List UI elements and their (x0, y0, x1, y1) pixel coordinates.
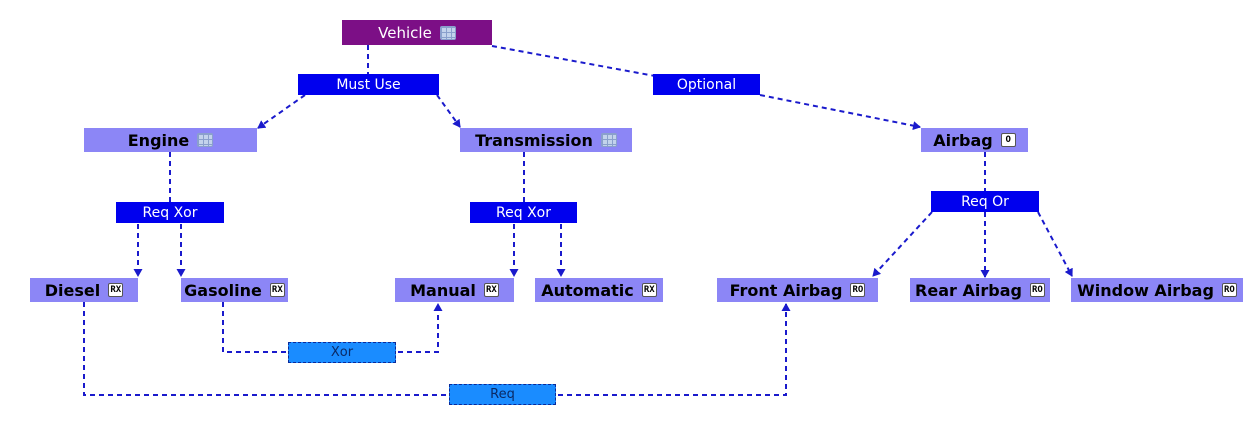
rx-badge-icon: RX (641, 283, 657, 297)
node-front-airbag-label: Front Airbag (729, 280, 843, 300)
edge-reqor-window (1037, 211, 1073, 277)
edge-mustuse-transmission (436, 94, 461, 128)
node-gasoline[interactable]: Gasoline RX (181, 278, 288, 302)
node-engine[interactable]: Engine (84, 128, 257, 152)
connector-optional[interactable]: Optional (653, 74, 760, 95)
node-gasoline-label: Gasoline (184, 280, 262, 300)
grid-icon (197, 133, 214, 147)
edge-req-diesel-frontairbag (83, 302, 791, 396)
node-diesel-label: Diesel (44, 280, 101, 300)
node-airbag-label: Airbag (933, 130, 993, 150)
edge-optional-airbag (759, 94, 921, 131)
connector-engine-req-xor[interactable]: Req Xor (116, 202, 224, 223)
ro-badge-icon: RO (1221, 283, 1237, 297)
constraint-req[interactable]: Req (449, 384, 556, 405)
node-vehicle[interactable]: Vehicle (342, 20, 492, 45)
connector-must-use[interactable]: Must Use (298, 74, 439, 95)
node-rear-airbag-label: Rear Airbag (915, 280, 1022, 300)
ro-badge-icon: RO (850, 283, 866, 297)
node-automatic[interactable]: Automatic RX (535, 278, 663, 302)
rx-badge-icon: RX (269, 283, 285, 297)
node-rear-airbag[interactable]: Rear Airbag RO (910, 278, 1050, 302)
node-front-airbag[interactable]: Front Airbag RO (717, 278, 878, 302)
edge-mustuse-engine (257, 94, 306, 129)
node-manual-label: Manual (410, 280, 476, 300)
node-vehicle-label: Vehicle (378, 23, 432, 42)
rx-badge-icon: RX (483, 283, 499, 297)
optional-badge-icon: O (1000, 133, 1016, 147)
grid-icon (600, 133, 617, 147)
node-airbag[interactable]: Airbag O (921, 128, 1028, 152)
edge-vehicle-optional (491, 45, 656, 77)
node-automatic-label: Automatic (541, 280, 634, 300)
node-engine-label: Engine (127, 130, 190, 150)
grid-icon (439, 25, 456, 40)
connector-transmission-req-xor[interactable]: Req Xor (470, 202, 577, 223)
rx-badge-icon: RX (108, 283, 124, 297)
constraint-xor[interactable]: Xor (288, 342, 396, 363)
node-transmission[interactable]: Transmission (460, 128, 632, 152)
node-window-airbag[interactable]: Window Airbag RO (1071, 278, 1243, 302)
connector-airbag-req-or[interactable]: Req Or (931, 191, 1039, 212)
node-manual[interactable]: Manual RX (395, 278, 514, 302)
node-transmission-label: Transmission (475, 130, 593, 150)
node-window-airbag-label: Window Airbag (1077, 280, 1214, 300)
node-diesel[interactable]: Diesel RX (30, 278, 138, 302)
ro-badge-icon: RO (1029, 283, 1045, 297)
edge-reqor-front (872, 211, 933, 277)
